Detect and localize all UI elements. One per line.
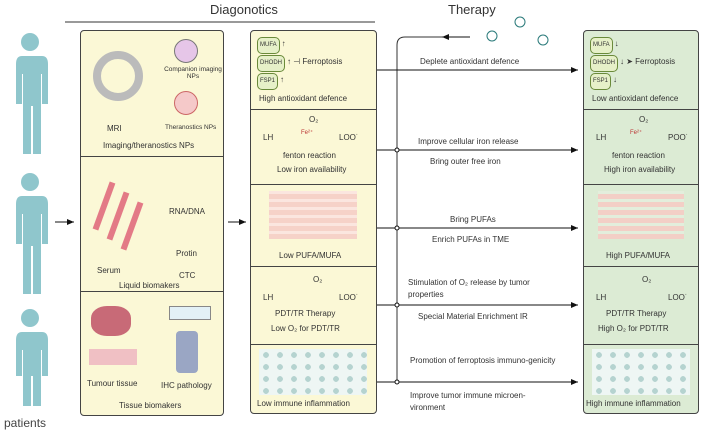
product-label: LOO˙ [339, 293, 359, 302]
row1-caption: Low antioxidant defence [592, 94, 679, 103]
o2-label: O₂ [313, 275, 323, 284]
state-connectors [377, 69, 397, 383]
tissue-icon [89, 349, 137, 365]
membrane-icon [598, 191, 684, 239]
mufa-pill: MUFA [257, 37, 280, 54]
patient-icons [16, 33, 48, 406]
fe-label: Fe²⁺ [301, 130, 314, 136]
fenton-label: fenton reaction [283, 151, 336, 160]
product-label: LOO˙ [668, 293, 688, 302]
ctc-label: CTC [179, 271, 196, 280]
slide-icon [169, 306, 211, 320]
row5-caption: High immune inflammation [586, 399, 681, 408]
theranostics-np-icon [174, 91, 198, 115]
tumor-state-after: MUFA↓ DHODH↓ ➤ Ferroptosis FSP1↓ Low ant… [583, 30, 699, 414]
diagnostics-panel: MRI Companion imaging NPs Theranostics N… [80, 30, 224, 416]
tumor-state-before: MUFA↑ DHODH↑ ⊣ Ferroptosis FSP1↑ High an… [250, 30, 377, 414]
liquid-title: Liquid biomakers [119, 281, 180, 290]
mufa-pill: MUFA [590, 37, 613, 54]
fsp1-pill: FSP1 [590, 73, 612, 90]
serum-tube-icon [120, 201, 144, 251]
row4-caption: Low O₂ for PDT/TR [271, 324, 340, 333]
mri-label: MRI [107, 124, 122, 133]
imaging-title: Imaging/theranostics NPs [103, 141, 195, 150]
companion-np-label: Companion imaging NPs [164, 66, 222, 80]
protein-label: Protin [176, 249, 197, 258]
membrane-icon [269, 191, 357, 239]
tissue-title: Tissue biomakers [119, 401, 182, 410]
nanoparticle-icons [486, 16, 549, 46]
cells-icon [259, 349, 367, 395]
o2-label: O₂ [642, 275, 652, 284]
strategy-2-above: Improve cellular iron release [418, 137, 519, 146]
rna-dna-label: RNA/DNA [169, 207, 206, 216]
fenton-label: fenton reaction [612, 151, 665, 160]
person-icon [16, 309, 48, 406]
ferroptosis-label: Ferroptosis [302, 57, 343, 66]
lh-label: LH [596, 133, 607, 142]
row3-caption: High PUFA/MUFA [606, 251, 671, 260]
strategy-3-below: Enrich PUFAs in TME [432, 235, 510, 244]
lung-icon [91, 306, 131, 336]
patients-label: patients [4, 416, 47, 430]
dhodh-pill: DHODH [590, 55, 618, 72]
row4-caption: High O₂ for PDT/TR [598, 324, 669, 333]
therapy-label: PDT/TR Therapy [606, 309, 667, 318]
person-icon [16, 33, 48, 154]
trunk-line [396, 36, 470, 382]
therapy-label: PDT/TR Therapy [275, 309, 336, 318]
fe-label: Fe²⁺ [630, 130, 643, 136]
diagnostics-header: Diagonotics [210, 2, 278, 17]
fsp1-pill: FSP1 [257, 73, 279, 90]
tumour-tissue-label: Tumour tissue [87, 379, 138, 388]
row2-caption: Low iron availability [277, 165, 347, 174]
lh-label: LH [596, 293, 607, 302]
lh-label: LH [263, 133, 274, 142]
dhodh-pill: DHODH [257, 55, 285, 72]
companion-np-icon [174, 39, 198, 63]
strategy-4-above: Stimulation of O₂ release by tumor prope… [408, 278, 530, 299]
strategy-arrows [397, 67, 578, 385]
lh-label: LH [263, 293, 274, 302]
serum-label: Serum [97, 266, 121, 275]
o2-label: O₂ [309, 115, 319, 124]
cells-icon [592, 349, 690, 395]
person-icon [16, 173, 48, 294]
strategy-3-above: Bring PUFAs [450, 215, 496, 224]
row3-caption: Low PUFA/MUFA [279, 251, 342, 260]
ihc-label: IHC pathology [161, 381, 212, 390]
therapy-header: Therapy [448, 2, 496, 17]
product-label: POO˙ [668, 133, 689, 142]
o2-label: O₂ [639, 115, 649, 124]
microscope-icon [176, 331, 198, 373]
strategy-1-label: Deplete antioxidant defence [420, 57, 520, 66]
row1-caption: High antioxidant defence [259, 94, 348, 103]
ferroptosis-label: Ferroptosis [635, 57, 676, 66]
row2-caption: High iron availability [604, 165, 676, 174]
strategy-4-below: Special Material Enrichment IR [418, 312, 528, 321]
row5-caption: Low immune inflammation [257, 399, 350, 408]
strategy-5-above: Promotion of ferroptosis immuno-genicity [410, 356, 556, 365]
strategy-2-below: Bring outer free iron [430, 157, 501, 166]
product-label: LOO˙ [339, 133, 359, 142]
theranostics-np-label: Theranostics NPs [165, 124, 217, 131]
mri-scanner-icon [93, 51, 143, 101]
strategy-5-below: Improve tumor immune microen-vironment [410, 391, 526, 412]
